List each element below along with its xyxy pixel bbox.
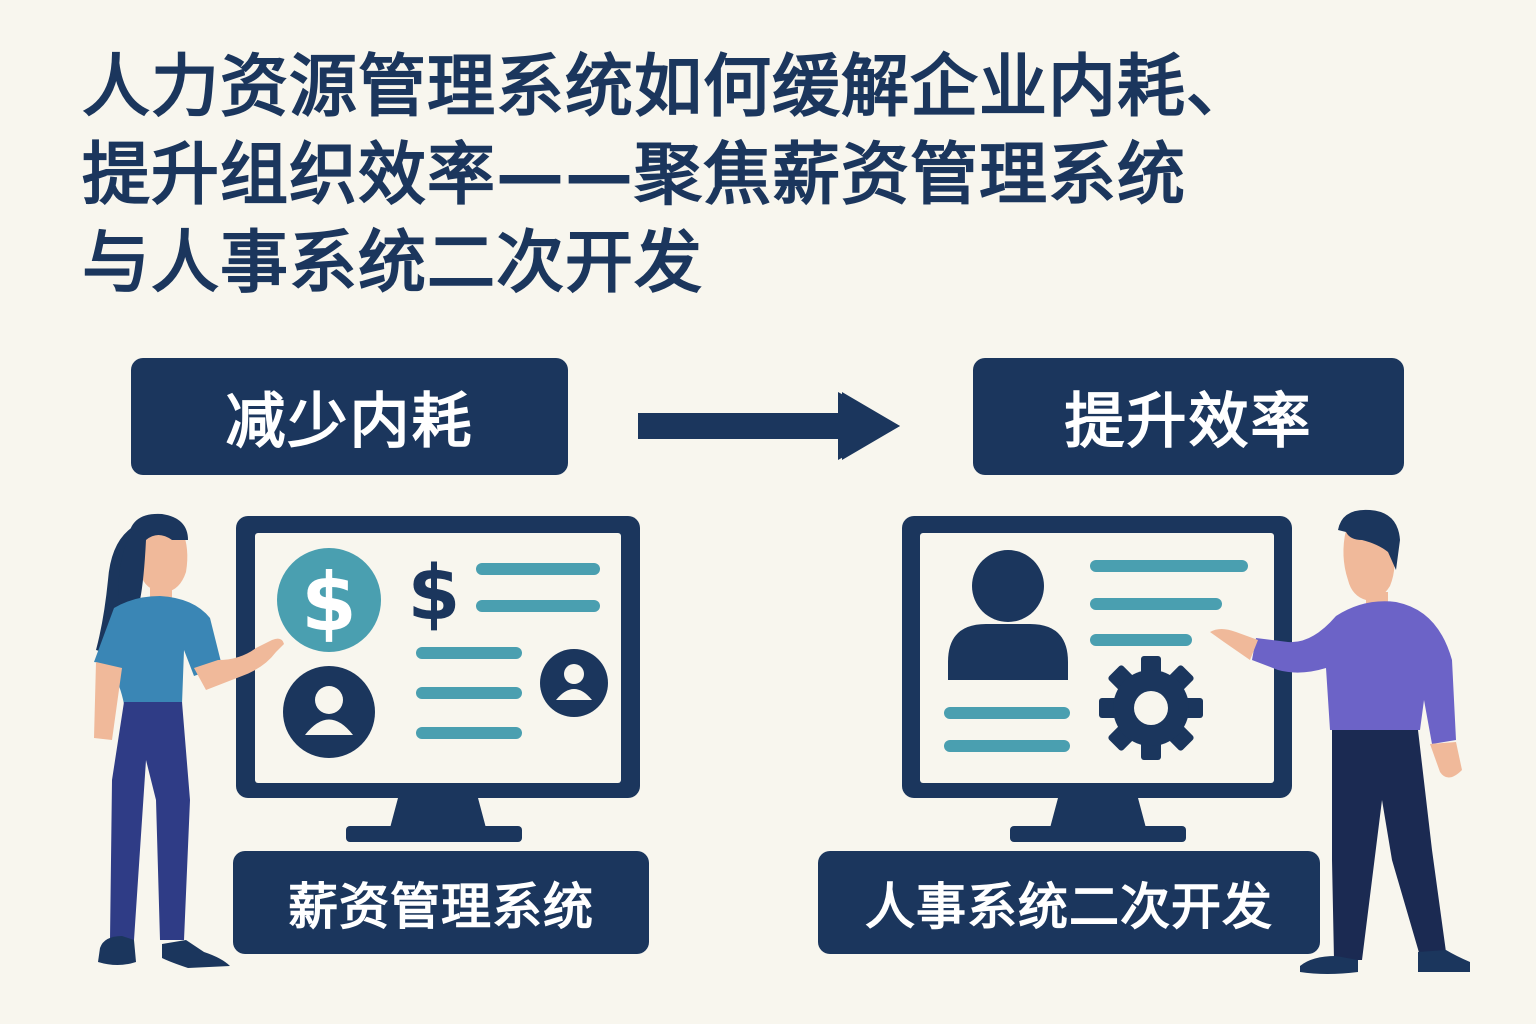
title-line-1: 人力资源管理系统如何缓解企业内耗、	[82, 48, 1256, 127]
dollar-circle-icon: $	[277, 548, 381, 652]
man-figure	[1210, 509, 1470, 974]
right-arrow-icon	[638, 392, 900, 460]
hr-secondary-dev-caption: 人事系统二次开发	[818, 851, 1320, 954]
title-line-3: 与人事系统二次开发	[82, 224, 704, 303]
gear-icon	[1099, 656, 1203, 760]
page-title: 人力资源管理系统如何缓解企业内耗、 提升组织效率——聚焦薪资管理系统 与人事系统…	[82, 44, 1502, 308]
svg-text:$: $	[408, 548, 461, 637]
payroll-system-caption: 薪资管理系统	[233, 851, 649, 954]
woman-figure	[94, 513, 284, 968]
dollar-icon: $	[408, 548, 461, 637]
improve-efficiency-heading: 提升效率	[973, 358, 1404, 475]
reduce-friction-heading: 减少内耗	[131, 358, 568, 475]
payroll-monitor: $ $	[236, 516, 640, 842]
user-circle-icon	[540, 649, 608, 717]
title-line-2: 提升组织效率——聚焦薪资管理系统	[82, 136, 1187, 215]
user-icon	[948, 550, 1068, 680]
user-circle-icon	[283, 666, 375, 758]
hr-monitor	[902, 516, 1292, 842]
svg-text:$: $	[301, 556, 357, 649]
